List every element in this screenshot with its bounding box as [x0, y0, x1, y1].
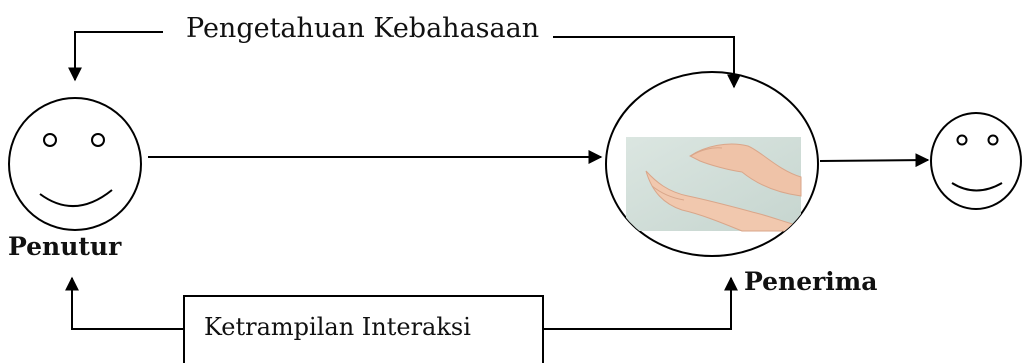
listener-smiley-icon — [930, 112, 1022, 210]
speaker-smiley-icon — [8, 97, 142, 231]
receiver-oval — [605, 71, 819, 257]
knowledge-label: Pengetahuan Kebahasaan — [186, 13, 539, 44]
receiver-label: Penerima — [744, 267, 877, 296]
interaction-label: Ketrampilan Interaksi — [204, 313, 471, 341]
output-arrow — [819, 153, 930, 168]
knowledge-feedback-arrow — [68, 31, 741, 89]
speaker-label: Penutur — [8, 232, 122, 261]
interaction-feedback-arrow — [65, 276, 738, 330]
interaction-box — [183, 295, 544, 363]
hands-image — [626, 137, 802, 232]
